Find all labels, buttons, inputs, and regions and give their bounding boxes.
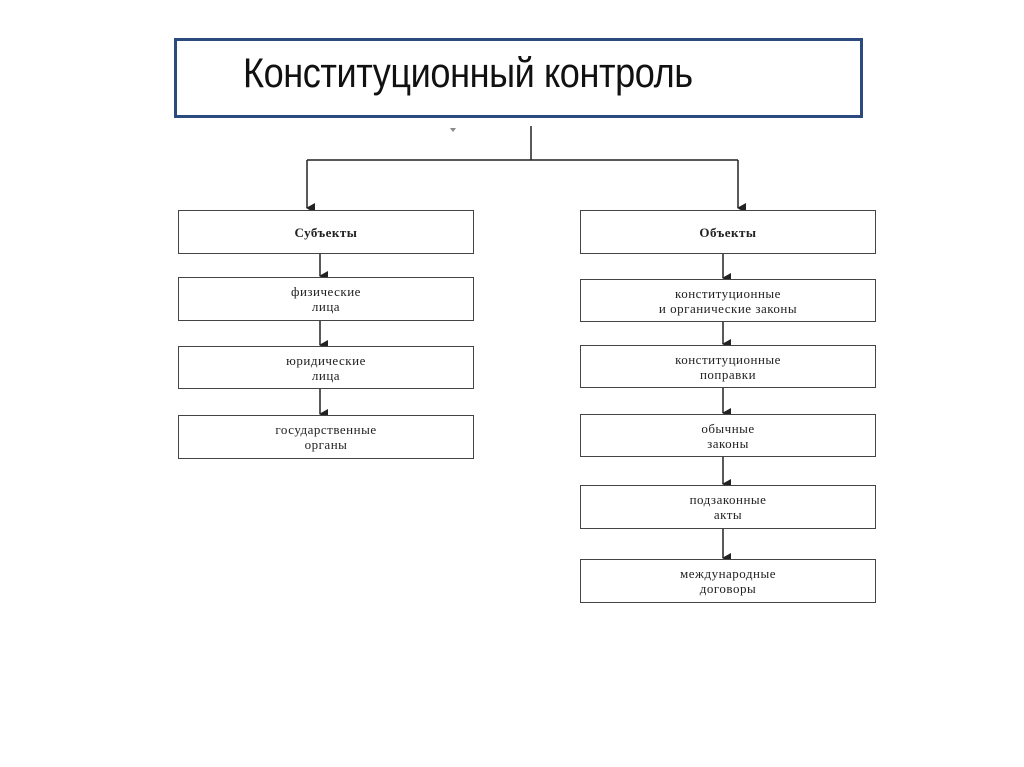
title-box: Конституционный контроль [174,38,863,118]
subjects-header: Субъекты [178,210,474,254]
object-item: конституционные поправки [580,345,876,388]
subject-item: государственные органы [178,415,474,459]
stray-mark [450,128,456,132]
object-item: подзаконные акты [580,485,876,529]
subject-item: юридические лица [178,346,474,389]
object-item: конституционные и органические законы [580,279,876,322]
objects-header: Объекты [580,210,876,254]
object-item: обычные законы [580,414,876,457]
diagram-title: Конституционный контроль [243,49,693,96]
subject-item: физические лица [178,277,474,321]
object-item: международные договоры [580,559,876,603]
